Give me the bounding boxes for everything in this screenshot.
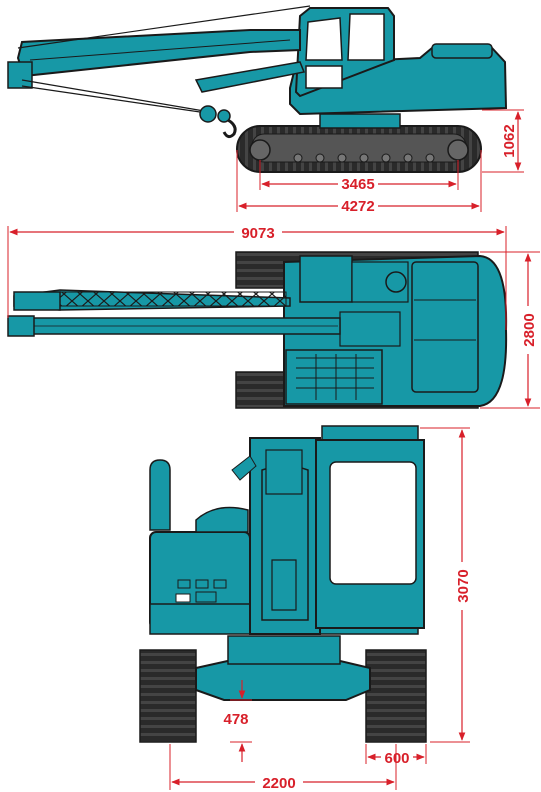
side-boom: [7, 5, 311, 113]
dim-label-2200: 2200: [262, 775, 295, 792]
front-view: 3070 478 600 2200: [139, 425, 472, 792]
dim-side-track-length: 4272: [236, 150, 482, 215]
dim-label-600: 600: [384, 750, 409, 767]
top-lattice-jib: [13, 289, 291, 311]
side-view: 1062 3465 4272: [7, 5, 524, 215]
dim-front-gauge: 2200: [169, 744, 397, 792]
dim-label-9073: 9073: [241, 225, 274, 242]
dim-label-2800: 2800: [521, 313, 538, 346]
side-cab: [294, 7, 395, 98]
front-track-left: [139, 649, 197, 743]
top-main-boom: [7, 315, 341, 337]
front-cab: [315, 425, 425, 629]
dim-front-shoe: 600: [365, 744, 427, 767]
dim-side-tumbler: 3465: [259, 160, 459, 193]
front-carbody: [195, 635, 371, 701]
dim-label-3465: 3465: [341, 176, 374, 193]
side-crawler-track: [236, 125, 482, 173]
top-upper-body: [283, 254, 508, 407]
dim-front-clearance: 478: [223, 680, 252, 762]
dim-label-1062: 1062: [501, 124, 518, 157]
dim-top-length: 9073: [7, 223, 507, 330]
dim-side-height: 1062: [482, 109, 524, 173]
top-view: 9073 2800: [7, 223, 540, 409]
dim-label-478: 478: [223, 711, 248, 728]
front-boom: [231, 437, 321, 635]
dim-label-3070: 3070: [455, 569, 472, 602]
side-hook-block: [199, 105, 237, 139]
dim-label-4272: 4272: [341, 198, 374, 215]
dim-front-height: 3070: [420, 427, 472, 743]
side-turntable: [319, 113, 401, 129]
dim-top-width: 2800: [480, 251, 540, 409]
front-track-right: [365, 649, 427, 743]
